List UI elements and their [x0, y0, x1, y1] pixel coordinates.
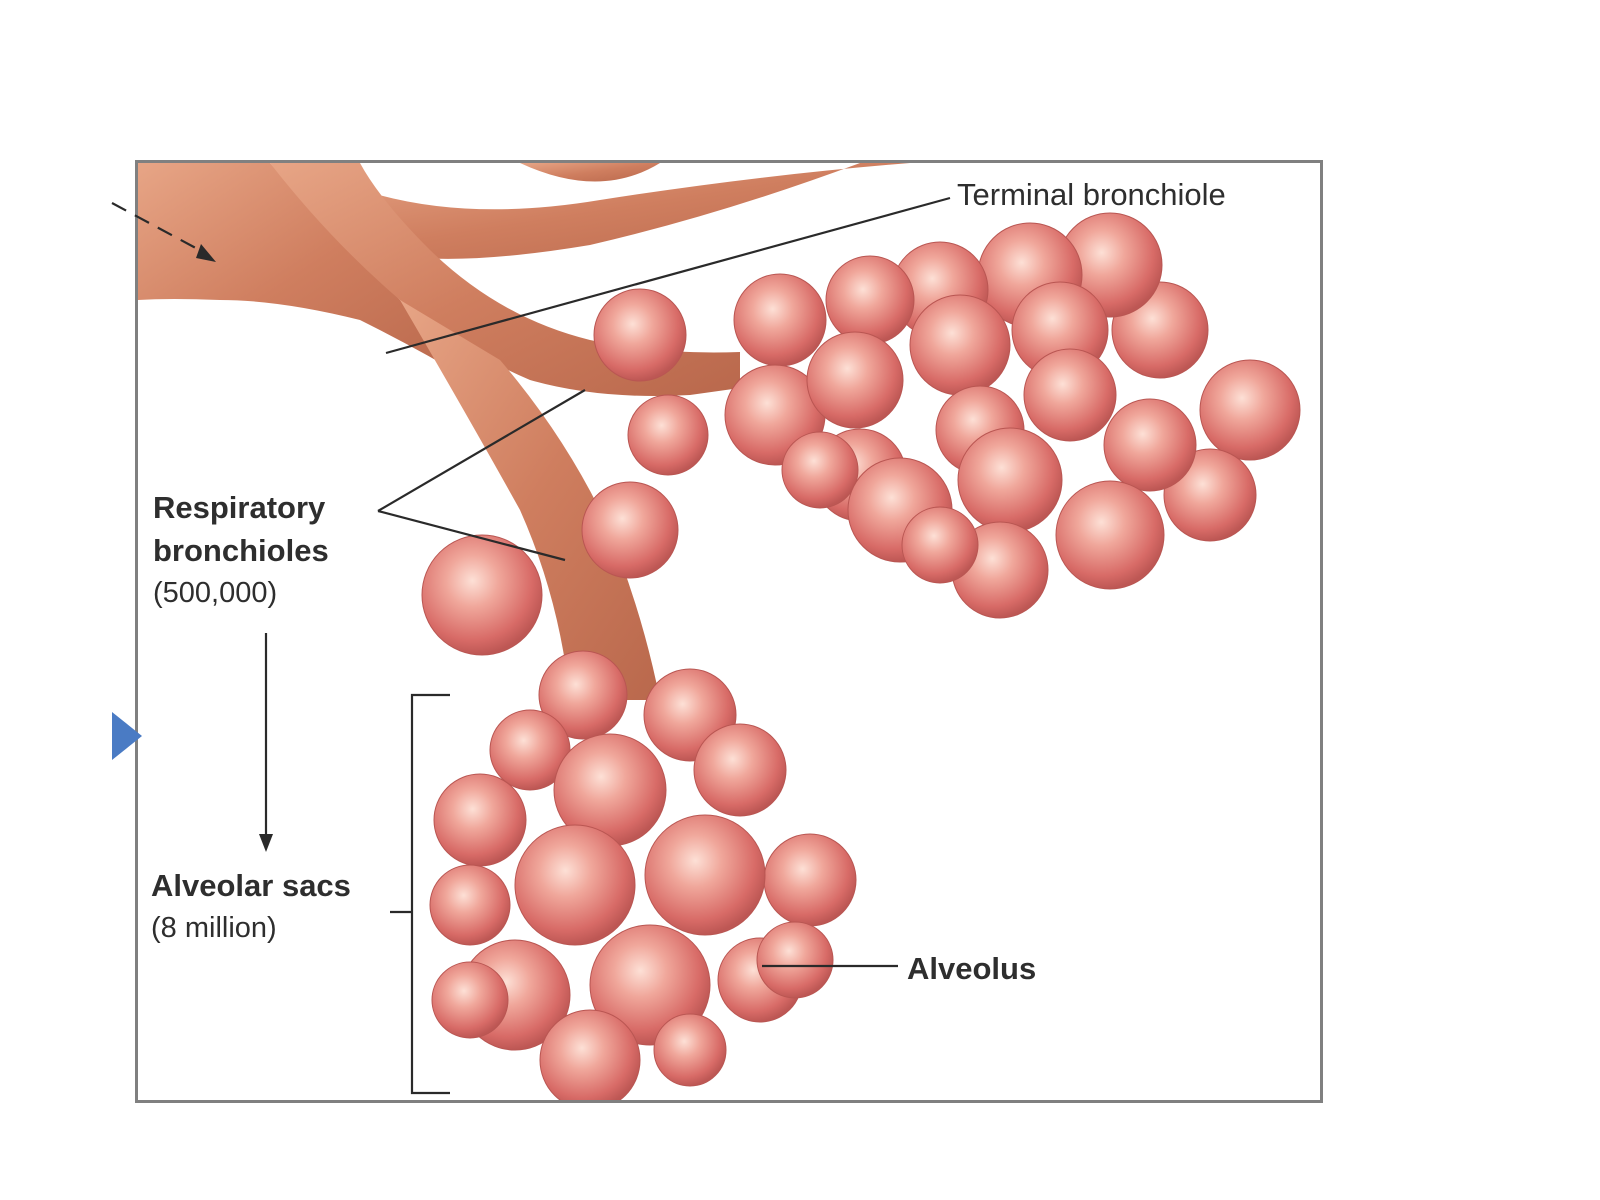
- alveolar-sacs-bracket: [410, 693, 450, 1095]
- label-alveolar-sacs: Alveolar sacs: [151, 868, 351, 903]
- alveolus-bubble: [593, 288, 687, 382]
- alveolus-bubble: [539, 1009, 641, 1100]
- alveolus-bubble: [421, 534, 543, 656]
- alveolus-bubble: [825, 255, 915, 345]
- alveolus-bubble: [514, 824, 636, 946]
- dashed-inlet-arrow-head: [196, 244, 216, 262]
- alveoli-group: [421, 212, 1301, 1100]
- label-respiratory-count: (500,000): [153, 577, 278, 609]
- alveolus-bubble: [1199, 359, 1301, 461]
- progression-arrow-head: [259, 834, 273, 852]
- label-respiratory-line2: bronchioles: [153, 533, 329, 568]
- upper-bronchiole-branch: [300, 163, 910, 259]
- label-alveolar-count: (8 million): [151, 912, 277, 944]
- alveolus-bubble: [489, 709, 571, 791]
- alveolus-bubble: [756, 921, 834, 999]
- alveolus-bubble: [581, 481, 679, 579]
- dashed-inlet-arrow-shaft: [111, 202, 206, 254]
- respiratory-bronchioles-leader-lower: [377, 509, 566, 562]
- alveolus-bubble: [429, 864, 511, 946]
- alveolus-bubble: [909, 294, 1011, 396]
- alveolus-bubble: [1055, 480, 1165, 590]
- alveolus-bubble: [653, 1013, 727, 1087]
- alveolus-bubble: [806, 331, 904, 429]
- respiratory-bronchioles-leader-upper: [377, 389, 586, 512]
- alveolus-bubble: [693, 723, 787, 817]
- alveolus-bubble: [431, 961, 509, 1039]
- alveolus-bubble: [644, 814, 766, 936]
- alveolus-bubble: [1023, 348, 1117, 442]
- alveolus-bubble: [538, 650, 628, 740]
- airway-group: [138, 163, 910, 700]
- label-terminal-bronchiole: Terminal bronchiole: [957, 177, 1226, 212]
- alveolus-bubble: [901, 506, 979, 584]
- alveolus-bubble: [781, 431, 859, 509]
- terminal-bronchiole-leader: [385, 196, 951, 355]
- alveolus-bubble: [957, 427, 1063, 533]
- terminal-bronchiole-tube: [138, 163, 470, 380]
- leader-lines: [111, 196, 951, 1095]
- label-respiratory-line1: Respiratory: [153, 490, 326, 525]
- respiratory-bronchiole-lower: [400, 300, 660, 700]
- label-alveolus: Alveolus: [907, 951, 1037, 986]
- alveolus-bubble: [433, 773, 527, 867]
- alveolus-bubble: [1103, 398, 1197, 492]
- alveolus-bubble: [763, 833, 857, 927]
- upper-thin-branch: [520, 163, 660, 182]
- respiratory-bronchiole-main: [270, 163, 740, 396]
- alveolus-bubble: [627, 394, 709, 476]
- alveolus-bubble: [733, 273, 827, 367]
- blue-nav-triangle-icon[interactable]: [112, 712, 142, 760]
